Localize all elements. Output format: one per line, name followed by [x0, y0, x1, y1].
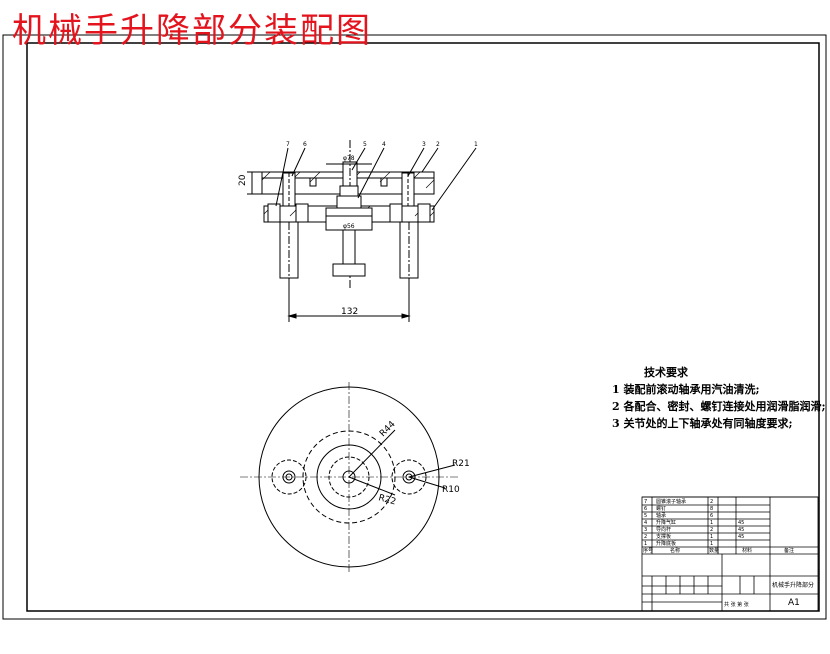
top-view: [240, 382, 460, 572]
sheet-outer-border: [2, 34, 827, 620]
bom-header-name: 名称: [670, 547, 680, 554]
front-view: [247, 140, 477, 322]
dim-20: 20: [238, 174, 248, 186]
bom-cell-qty: 1: [710, 534, 713, 540]
bom-cell-qty: 6: [710, 513, 713, 519]
bom-cell-name: 支撑板: [656, 533, 671, 540]
dim-132: 132: [341, 307, 358, 317]
dim-r21: R21: [452, 459, 470, 469]
bom-cell-name: 升降底板: [656, 540, 676, 547]
bom-cell-qty: 2: [710, 527, 713, 533]
tech-requirements-title: 技术要求: [644, 366, 688, 379]
leader-4: 4: [382, 141, 386, 148]
sheet-count: 共 张 第 张: [724, 601, 749, 608]
sheet-size: A1: [788, 598, 800, 608]
tech-requirement-item: 1 装配前滚动轴承用汽油清洗;: [612, 383, 760, 396]
bom-cell-name: 轴承: [656, 512, 666, 519]
bom-cell-no: 6: [644, 506, 647, 512]
bom-cell-qty: 2: [710, 499, 713, 505]
bom-cell-no: 5: [644, 513, 647, 519]
bom-header-no: 序号: [643, 547, 653, 554]
bom-cell-no: 4: [644, 520, 647, 526]
leader-3: 3: [422, 141, 426, 148]
bom-cell-qty: 8: [710, 506, 713, 512]
bom-cell-name: 导向杆: [656, 526, 671, 533]
leader-5: 5: [363, 141, 367, 148]
tech-requirement-item: 2 各配合、密封、螺钉连接处用润滑脂润滑;: [612, 400, 826, 413]
dim-r10: R10: [442, 485, 460, 495]
bom-cell-name: 螺钉: [656, 505, 666, 512]
page-title: 机械手升降部分装配图: [12, 11, 372, 51]
bom-cell-name: 升降气缸: [656, 519, 676, 526]
tech-requirement-item: 3 关节处的上下轴承处有同轴度要求;: [612, 417, 793, 430]
bom-cell-no: 7: [644, 499, 647, 505]
bom-cell-qty: 1: [710, 541, 713, 547]
leader-2: 2: [436, 141, 440, 148]
dim-r22: R22: [377, 493, 397, 507]
bom-header-note: 备注: [784, 547, 794, 554]
title-block: [641, 496, 819, 612]
dim-phi78: φ78: [343, 155, 355, 162]
bom-cell-material: 45: [738, 520, 744, 526]
bom-table: 7 圆锥滚子轴承 2 6 螺钉 8 5 轴承 6 4 升降气缸 1 45 3 导向杆 2 45 2 支撑板 1 45 1 升…: [644, 498, 744, 547]
leader-6: 6: [303, 141, 307, 148]
bom-cell-no: 3: [644, 527, 647, 533]
bom-cell-name: 圆锥滚子轴承: [656, 498, 686, 505]
bom-cell-qty: 1: [710, 520, 713, 526]
dim-phi56: φ56: [343, 223, 355, 230]
bom-header-material: 材料: [742, 547, 752, 554]
leader-1: 1: [474, 141, 478, 148]
bom-cell-material: 45: [738, 527, 744, 533]
bom-cell-material: 45: [738, 534, 744, 540]
bom-cell-no: 2: [644, 534, 647, 540]
bom-cell-no: 1: [644, 541, 647, 547]
leader-7: 7: [286, 141, 290, 148]
bom-header-qty: 数量: [709, 547, 719, 554]
drawing-name: 机械手升降部分: [772, 581, 814, 589]
tech-requirements: 技术要求 1 装配前滚动轴承用汽油清洗; 2 各配合、密封、螺钉连接处用润滑脂润…: [612, 364, 826, 432]
sheet-inner-border: [26, 42, 820, 612]
